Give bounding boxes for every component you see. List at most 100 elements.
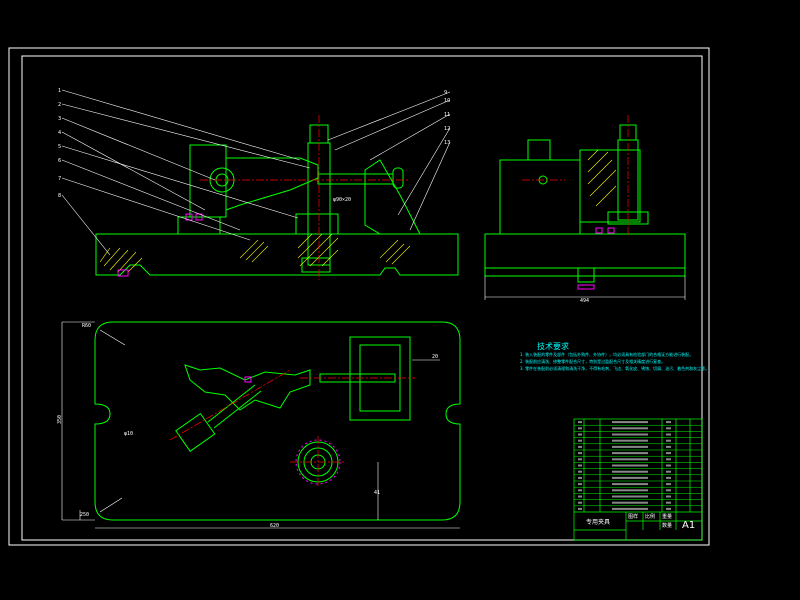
bom-cell-text (612, 476, 648, 479)
bom-index-text (578, 501, 582, 504)
callout-3: 3 (58, 116, 61, 122)
bom-cell-text (612, 427, 648, 430)
bom-index-text (578, 433, 582, 436)
bom-qty-text (666, 464, 671, 467)
bom-index-text (578, 421, 582, 424)
front-centerlines (200, 115, 410, 280)
plan-dim-r60 (99, 329, 126, 346)
side-accent-a (595, 227, 603, 234)
plan-outline (94, 321, 461, 521)
bom-index-text (578, 507, 582, 510)
title-block-sheet-size: A1 (682, 520, 695, 531)
side-hatch (587, 149, 617, 207)
callout-9: 9 (444, 90, 447, 96)
side-accent-c (577, 284, 595, 290)
leader-5 (61, 145, 299, 219)
bom-index-text (578, 464, 582, 467)
leader-13 (409, 141, 451, 231)
bom-cell-text (612, 470, 648, 473)
side-centerlines (522, 115, 629, 236)
side-bolt (577, 267, 595, 283)
bom-index-text (578, 483, 582, 486)
plan-dim-r40-text: 250 (80, 512, 89, 518)
side-dim-text: 494 (580, 298, 589, 304)
bom-qty-text (666, 495, 671, 498)
bom-index-text (578, 476, 582, 479)
callout-7: 7 (58, 176, 61, 182)
bom-cell-text (612, 501, 648, 504)
bom-qty-text (666, 421, 671, 424)
title-block-label-2: 比例 (645, 513, 655, 520)
leader-8 (61, 194, 111, 256)
front-hatch (99, 233, 411, 273)
bom-cells (578, 421, 671, 510)
title-block-label-4: 数量 (662, 522, 672, 529)
callouts-left: 1 2 3 4 5 6 7 8 (58, 88, 61, 199)
tech-req-title: 技术要求 (537, 341, 569, 351)
front-accent-c (117, 269, 129, 277)
inner-frame (21, 55, 703, 541)
plan-clamp-block (349, 336, 411, 421)
callout-10: 10 (444, 98, 450, 104)
plan-dim-width-text: 620 (270, 523, 279, 529)
bom-cell-text (612, 464, 648, 467)
front-leaders (61, 89, 451, 256)
front-hatch-right (379, 239, 411, 265)
callout-4: 4 (58, 130, 61, 136)
callout-13: 13 (444, 140, 450, 146)
plan-diag-link (207, 384, 256, 423)
leader-4 (61, 131, 206, 211)
leader-12 (397, 127, 451, 216)
bom-qty-text (666, 476, 671, 479)
plan-dim-r40 (99, 497, 123, 513)
tech-req-line-2: 2. 装配前应清洗、修整零件配合尺寸，特别是过盈配合尺寸及相关精度进行复查。 (520, 358, 665, 364)
plan-cl-diag (169, 369, 291, 441)
title-block-label-3: 重量 (662, 513, 672, 520)
title-block-drawing-name: 专用夹具 (586, 518, 610, 526)
leader-2 (61, 103, 311, 169)
front-support-base (177, 216, 221, 235)
bom-qty-text (666, 470, 671, 473)
bom-qty-text (666, 445, 671, 448)
side-body-cap (527, 139, 551, 161)
front-hatch-left (99, 247, 143, 273)
callout-8: 8 (58, 193, 61, 199)
plan-dim-height-text: 350 (57, 415, 63, 424)
bom-qty-text (666, 433, 671, 436)
front-screw-bottom (301, 257, 331, 273)
bom-cell-text (612, 439, 648, 442)
bom-cell-text (612, 483, 648, 486)
plan-dim-r60-text: R60 (82, 323, 91, 329)
bom-index-text (578, 458, 582, 461)
tech-req-line-1: 1. 装入装配的零件及部件（包括外购件、外协件），均必须具有检验部门的合格证方能… (520, 351, 693, 357)
bom-qty-text (666, 452, 671, 455)
bom-index-text (578, 439, 582, 442)
leader-1 (61, 89, 301, 161)
title-block-label-1: 图样 (628, 513, 638, 520)
side-hatch-a (587, 149, 617, 207)
callout-2: 2 (58, 102, 61, 108)
bom-qty-text (666, 483, 671, 486)
leader-9 (327, 91, 451, 141)
bom-cell-text (612, 507, 648, 510)
plan-accent-a (244, 376, 252, 383)
callout-11: 11 (444, 112, 450, 118)
bom-qty-text (666, 501, 671, 504)
side-accents (577, 227, 615, 290)
bom-index-text (578, 445, 582, 448)
bom-index-text (578, 495, 582, 498)
bom-qty-text (666, 489, 671, 492)
bom-cell-text (612, 452, 648, 455)
front-base-outline (95, 233, 459, 276)
bom-table (573, 418, 703, 541)
side-upper-block (579, 149, 641, 223)
side-dimension (484, 276, 686, 300)
bom-index-text (578, 489, 582, 492)
plan-dim-vert-text: 41 (374, 490, 380, 496)
bom-qty-text (666, 507, 671, 510)
plan-dimensions (61, 321, 460, 529)
front-bracket (364, 159, 421, 235)
bom-cell-text (612, 433, 648, 436)
